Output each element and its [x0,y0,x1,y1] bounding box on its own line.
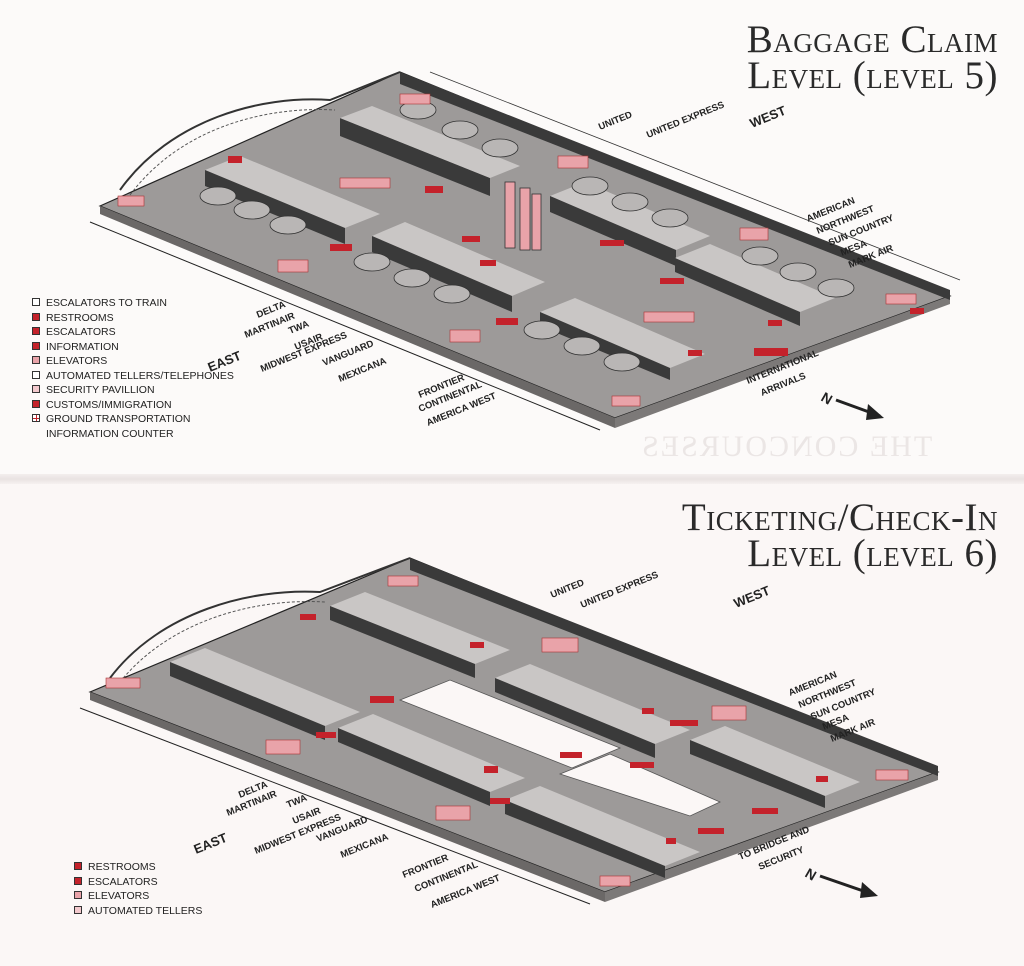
legend-label: ESCALATORS [46,326,116,338]
legend-item: ELEVATORS [32,354,234,369]
level6-floor-edge [90,692,605,902]
legend-swatch [32,385,40,393]
legend-label: AUTOMATED TELLERS/TELEPHONES [46,369,234,382]
label-north: N [803,865,820,884]
legend-label: ELEVATORS [46,355,108,367]
legend-swatch [74,876,82,885]
level5-floor-map: UNITED UNITED EXPRESS WEST AMERICAN NORT… [89,71,961,431]
level5-back-wall [400,72,950,300]
legend-swatch [74,862,82,870]
legend-label: ESCALATORS TO TRAIN [46,297,167,309]
legend-item: GROUND TRANSPORTATION INFORMATION COUNTER [32,412,234,441]
level6-legend: RESTROOMS ESCALATORS ELEVATORS AUTOMATED… [74,860,202,918]
legend-label: GROUND TRANSPORTATION INFORMATION COUNTER [46,412,190,441]
level5-canopy [119,71,401,191]
legend-label: CUSTOMS/IMMIGRATION [46,398,172,411]
legend-label: AUTOMATED TELLERS [88,904,203,917]
level6-title: Ticketing/Check-In Level (level 6) [681,496,998,575]
legend-label: INFORMATION [46,340,119,353]
legend-item: ESCALATORS TO TRAIN [32,296,234,311]
legend-label-line2: INFORMATION COUNTER [46,427,174,440]
legend-item: INFORMATION [32,340,234,355]
legend-item: AUTOMATED TELLERS [74,904,202,919]
legend-swatch [32,341,40,350]
level5-carousel-cylinders [199,100,855,372]
label-united-express: UNITED EXPRESS [579,570,660,611]
label-united-express: UNITED EXPRESS [645,100,726,141]
legend-swatch [32,327,40,335]
level5-pink-markers [117,93,917,407]
level6-red-markers [300,614,828,844]
legend-label: SECURITY PAVILLION [46,384,155,396]
legend-swatch [32,399,40,408]
legend-label-line1: GROUND TRANSPORTATION [46,413,191,425]
label-united: UNITED [597,109,634,132]
level5-floor-edge [100,206,615,428]
level6-canopy [109,557,411,679]
legend-item: ESCALATORS [32,325,234,340]
level6-floor-map: UNITED UNITED EXPRESS WEST AMERICAN NORT… [79,557,940,911]
level6-center-void [398,679,622,769]
label-east: EAST [192,830,230,857]
legend-swatch [32,370,40,379]
level6-pink-markers [105,575,909,887]
legend-label: ESCALATORS [88,875,158,888]
level5-carousel-blocks [205,106,835,380]
label-mexicana: MEXICANA [339,832,390,861]
legend-label: RESTROOMS [88,861,156,873]
level5-red-markers [228,156,924,356]
level5-north-arrow-icon [835,398,884,420]
label-united: UNITED [549,577,586,600]
legend-item: RESTROOMS [74,860,202,875]
page-fold [0,474,1024,484]
level5-floor-edge-right [615,296,950,428]
level6-title-line1: Ticketing/Check-In [681,496,998,539]
legend-label: ELEVATORS [88,890,150,902]
legend-item: SECURITY PAVILLION [32,383,234,398]
legend-swatch [32,298,40,306]
label-twa: TWA [285,793,309,811]
label-west: WEST [732,583,772,611]
label-north: N [819,389,836,408]
legend-swatch [32,414,40,422]
legend-item: ESCALATORS [74,875,202,890]
level5-title: Baggage Claim Level (level 5) [746,18,998,97]
level5-legend: ESCALATORS TO TRAIN RESTROOMS ESCALATORS… [32,296,234,441]
legend-label: RESTROOMS [46,311,114,324]
legend-swatch [74,891,82,899]
level6-title-line2: Level (level 6) [747,532,998,575]
legend-swatch [32,356,40,364]
legend-item: AUTOMATED TELLERS/TELEPHONES [32,369,234,384]
level5-elevator-towers [504,181,542,251]
legend-swatch [32,312,40,321]
level5-title-line2: Level (level 5) [747,54,998,97]
legend-item: ELEVATORS [74,889,202,904]
level6-back-wall [410,558,938,776]
level6-floor-edge-right [605,772,938,902]
legend-item: CUSTOMS/IMMIGRATION [32,398,234,413]
legend-swatch [74,905,82,914]
level5-title-line1: Baggage Claim [746,18,998,61]
label-west: WEST [748,103,788,131]
level6-north-arrow-icon [819,874,878,898]
legend-item: RESTROOMS [32,311,234,326]
